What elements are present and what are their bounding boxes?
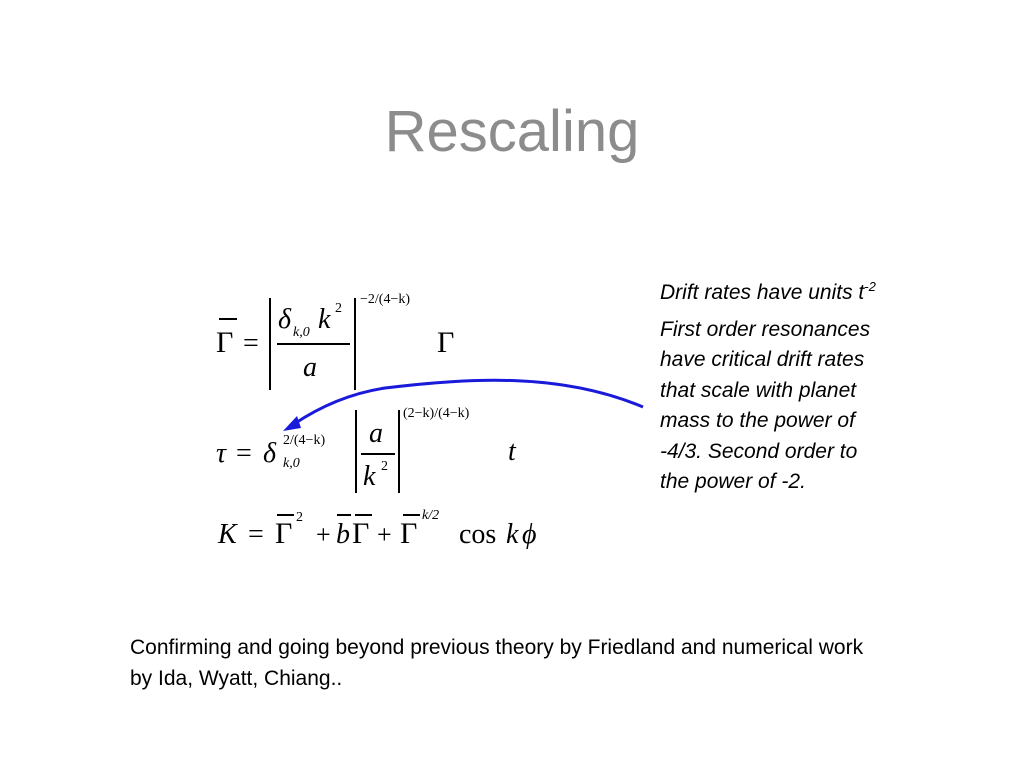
eq2-delta-sub: k,0 [283, 456, 300, 471]
eq3-phi: ϕ [522, 519, 537, 550]
eq2-delta: δ [263, 438, 277, 469]
eq3-gamma1-exp: 2 [296, 510, 303, 525]
eq3-overbar-2 [355, 514, 372, 516]
eq3-gamma3: Γ [400, 517, 418, 550]
eq1-gamma-rhs: Γ [437, 326, 455, 359]
eq1-delta: δ [278, 304, 292, 335]
eq1-exponent: −2/(4−k) [360, 292, 411, 307]
eq2-fraction-bar [361, 453, 395, 455]
eq2-abs-right [398, 410, 400, 493]
eq3-gamma2: Γ [352, 517, 370, 550]
eq2-tau: τ [216, 438, 227, 469]
eq3-gamma3-exp: k/2 [422, 508, 440, 523]
eq2-equals: = [236, 438, 252, 469]
eq1-equals: = [243, 328, 259, 359]
note-drift-units-exponent: -2 [864, 279, 876, 294]
eq3-gamma1: Γ [275, 517, 293, 550]
eq1-delta-sub: k,0 [293, 325, 310, 340]
eq3-b: b [336, 519, 350, 550]
eq1-overbar [219, 318, 237, 320]
eq2-exponent: (2−k)/(4−k) [403, 406, 470, 421]
note-drift-units: Drift rates have units t-2 [660, 272, 885, 309]
eq1-k: k [318, 304, 331, 335]
eq3-overbar-b [337, 514, 351, 516]
footer-text: Confirming and going beyond previous the… [130, 636, 864, 690]
eq2-abs-left [355, 410, 357, 493]
eq2-numerator: a [369, 418, 383, 449]
eq3-K: K [218, 519, 237, 550]
note-drift-units-text: Drift rates have units t [660, 281, 865, 304]
eq3-overbar-3 [403, 514, 420, 516]
eq3-plus-2: + [377, 520, 392, 549]
eq1-abs-right [354, 298, 356, 390]
eq3-cos: cos [459, 519, 497, 550]
eq1-denominator: a [303, 352, 317, 383]
eq2-t: t [508, 436, 516, 467]
eq2-delta-exp: 2/(4−k) [283, 433, 326, 448]
side-notes: Drift rates have units t-2 First order r… [660, 272, 885, 504]
eq2-den-k: k [363, 461, 376, 492]
eq3-overbar-1 [277, 514, 294, 516]
eq3-equals: = [248, 519, 264, 550]
eq1-fraction-bar [277, 343, 350, 345]
eq3-plus-1: + [316, 520, 331, 549]
eq1-gamma-bar-symbol: Γ [216, 326, 234, 359]
slide-title: Rescaling [384, 99, 640, 164]
note-resonances: First order resonances have critical dri… [660, 317, 871, 494]
eq1-k-exp: 2 [335, 301, 342, 316]
eq3-k: k [506, 519, 519, 550]
eq2-den-exp: 2 [381, 459, 388, 474]
eq1-abs-left [269, 298, 271, 390]
